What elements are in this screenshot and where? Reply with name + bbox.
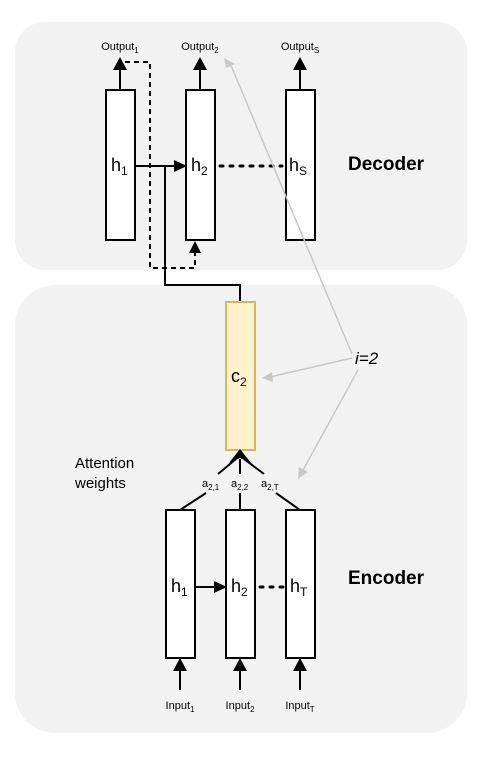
encoder-cell-t bbox=[285, 509, 316, 659]
attention-label-line2: weights bbox=[74, 475, 126, 492]
encoder-cell-1 bbox=[165, 509, 196, 659]
attention-label-line1: Attention bbox=[75, 455, 134, 472]
attention-weight-t: a2,T bbox=[261, 478, 279, 492]
decoder-output-arrows bbox=[113, 57, 307, 90]
decoder-cell-s bbox=[285, 89, 316, 241]
decoder-state-2: h2 bbox=[191, 155, 208, 178]
decoder-cell-2 bbox=[185, 89, 216, 241]
context-vector bbox=[225, 301, 256, 451]
decoder-panel bbox=[15, 22, 467, 270]
attention-weight-2: a2,2 bbox=[231, 478, 249, 492]
attention-arrows bbox=[217, 449, 265, 475]
attention-weight-1: a2,1 bbox=[202, 478, 220, 492]
encoder-title: Encoder bbox=[348, 568, 425, 589]
decoder-output-s: OutputS bbox=[281, 41, 319, 55]
index-annotation: i=2 bbox=[355, 349, 379, 368]
decoder-title: Decoder bbox=[348, 154, 425, 175]
encoder-input-t: InputT bbox=[285, 700, 314, 714]
decoder-recurrent-arrowhead bbox=[174, 160, 187, 172]
decoder-state-s: hS bbox=[289, 155, 307, 178]
encoder-cell-2 bbox=[225, 509, 256, 659]
encoder-recurrent-arrowhead bbox=[214, 581, 227, 593]
decoder-state-1: h1 bbox=[111, 155, 128, 178]
encoder-input-1: Input1 bbox=[166, 700, 195, 714]
encoder-state-t: hT bbox=[290, 576, 308, 599]
encoder-to-weight-lines bbox=[179, 492, 301, 511]
decoder-output-1: Output1 bbox=[101, 41, 139, 55]
decoder-output-2: Output2 bbox=[181, 41, 219, 55]
decoder-feedback-dashed-path bbox=[125, 61, 196, 269]
attention-pointer-lines bbox=[224, 58, 359, 479]
encoder-state-1: h1 bbox=[171, 576, 188, 599]
encoder-input-2: Input2 bbox=[226, 700, 255, 714]
encoder-input-arrows bbox=[173, 658, 307, 690]
context-label: c2 bbox=[231, 366, 247, 389]
encoder-state-2: h2 bbox=[231, 576, 248, 599]
context-to-decoder-path bbox=[164, 166, 241, 302]
decoder-feedback-arrowhead bbox=[189, 241, 201, 253]
